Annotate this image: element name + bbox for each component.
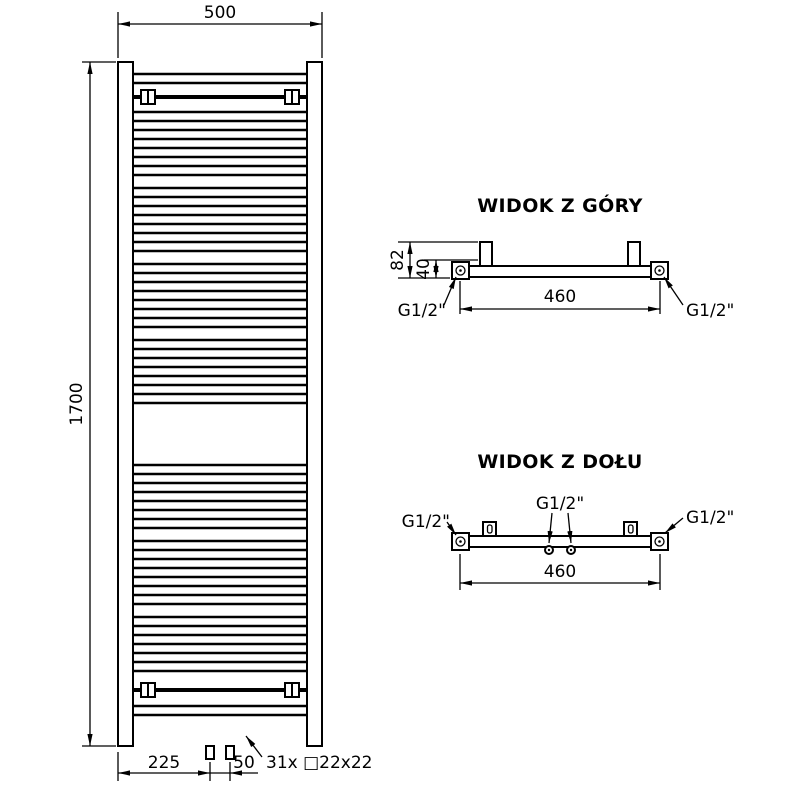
bottom-right-connection-callout: G1/2" — [664, 508, 734, 534]
top-hanger-bracket — [133, 89, 307, 105]
depth-dimensions: 82 40 — [388, 241, 478, 280]
width-dimension: 500 — [117, 3, 323, 58]
bottom-view: WIDOK Z DOŁU — [402, 451, 734, 590]
bottom-left-connection-callout: G1/2" — [402, 512, 457, 536]
axis-dim-label: 40 — [414, 258, 434, 280]
bottom-dimensions: 225 50 — [117, 752, 258, 781]
bottom-right-conn-label: G1/2" — [686, 508, 734, 528]
profile-callout: 31x □22x22 — [245, 735, 372, 773]
bottom-view-center-connections — [544, 545, 576, 555]
right-collector — [306, 61, 323, 747]
profile-label: 31x □22x22 — [266, 753, 372, 773]
top-left-connection-callout: G1/2" — [398, 276, 457, 321]
bottom-center-conn-label: G1/2" — [536, 494, 584, 514]
top-view-left-bracket — [479, 241, 493, 267]
top-view: WIDOK Z GÓRY 82 40 — [388, 193, 734, 321]
radiator-rungs — [133, 72, 307, 717]
bottom-pipe-right — [225, 745, 235, 760]
height-dim-label: 1700 — [67, 382, 87, 425]
top-right-conn-label: G1/2" — [686, 301, 734, 321]
top-spacing-label: 460 — [544, 287, 576, 307]
top-left-conn-label: G1/2" — [398, 301, 446, 321]
front-view: 500 1700 225 50 31x □22x22 — [67, 3, 372, 781]
bottom-view-right-fitting — [650, 532, 669, 551]
bottom-hanger-bracket — [133, 682, 307, 698]
top-view-tube — [467, 265, 653, 278]
top-view-right-fitting — [650, 261, 669, 280]
bottom-center-connection-callout: G1/2" — [536, 494, 584, 544]
bottom-view-right-bracket — [623, 521, 638, 537]
bottom-offset-label: 225 — [148, 753, 180, 773]
bottom-spacing-label: 460 — [544, 562, 576, 582]
bottom-view-title: WIDOK Z DOŁU — [477, 451, 642, 473]
top-spacing-dimension: 460 — [459, 281, 661, 314]
top-view-right-bracket — [627, 241, 641, 267]
height-dimension: 1700 — [67, 61, 116, 747]
top-right-connection-callout: G1/2" — [663, 276, 734, 321]
top-view-title: WIDOK Z GÓRY — [477, 193, 643, 217]
bottom-left-conn-label: G1/2" — [402, 512, 450, 532]
bottom-spacing-dimension: 460 — [459, 554, 661, 590]
left-collector — [117, 61, 134, 747]
pipe-spacing-label: 50 — [233, 753, 255, 773]
depth-dim-label: 82 — [388, 249, 408, 271]
bottom-pipe-left — [205, 745, 215, 760]
bottom-view-tube — [467, 535, 653, 548]
width-dim-label: 500 — [204, 3, 236, 23]
top-view-left-fitting — [451, 261, 470, 280]
bottom-view-left-fitting — [451, 532, 470, 551]
bottom-view-left-bracket — [482, 521, 497, 537]
